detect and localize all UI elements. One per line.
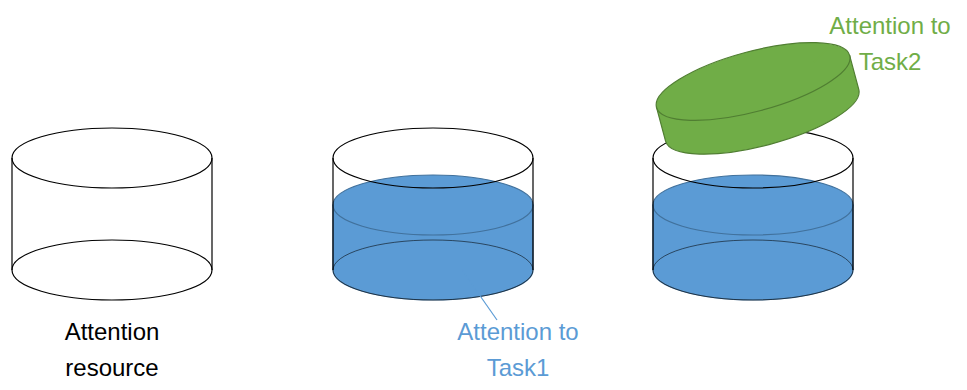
- task1-surface: [333, 175, 533, 235]
- cylinder-side: [652, 158, 653, 270]
- task2-label: Attention to Task2: [818, 8, 962, 80]
- empty-cylinder: [12, 128, 212, 300]
- filled-cylinder: [653, 128, 853, 300]
- resource-label: Attention resource: [37, 314, 187, 386]
- task1-label: Attention to Task1: [443, 314, 593, 386]
- cylinder-rim: [12, 128, 212, 188]
- cylinder-bottom: [333, 240, 533, 300]
- leader-line: [814, 46, 830, 62]
- leader-line: [462, 270, 497, 320]
- task2-disk: [649, 27, 867, 171]
- cylinder-side: [211, 158, 212, 270]
- cylinder-side: [332, 158, 333, 270]
- cylinder-side: [11, 158, 12, 270]
- cylinder-bottom: [653, 240, 853, 300]
- cylinder-bottom: [12, 240, 212, 300]
- filled-cylinder: [333, 128, 533, 300]
- cylinder-side: [852, 158, 853, 270]
- task1-surface: [653, 175, 853, 235]
- cylinder-side: [532, 158, 533, 270]
- cylinder-rim: [333, 128, 533, 188]
- disk-top: [649, 27, 858, 137]
